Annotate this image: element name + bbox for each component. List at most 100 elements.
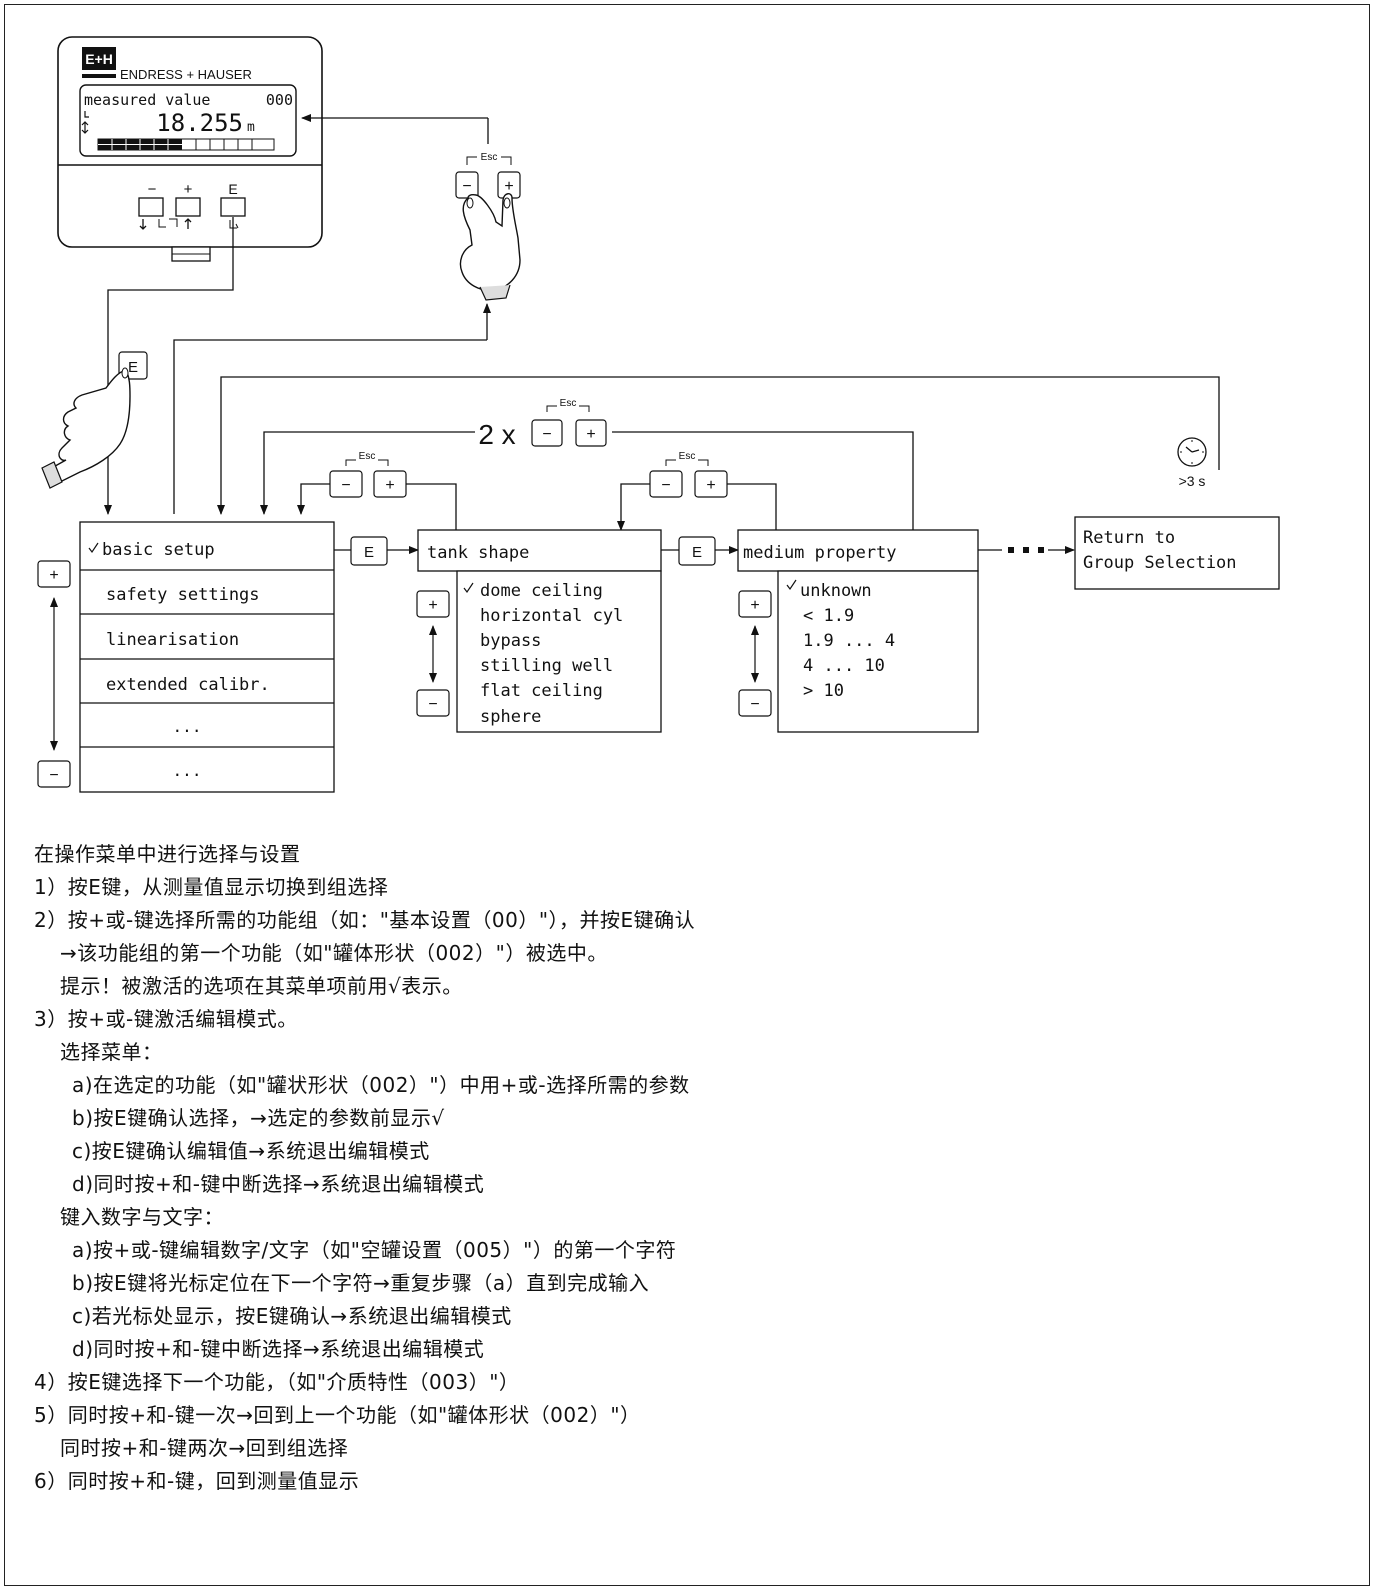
hand-pressing-two-keys-icon bbox=[459, 193, 521, 301]
medium-plus-label: + bbox=[750, 597, 759, 614]
group-item-extended-calibr[interactable]: extended calibr. bbox=[106, 675, 270, 695]
display-code: 000 bbox=[266, 91, 293, 109]
eh-logo bbox=[82, 47, 116, 70]
esc-label-2: Esc bbox=[679, 451, 696, 462]
group-plus-label: + bbox=[49, 567, 58, 584]
twice-minus-key[interactable] bbox=[531, 419, 563, 447]
display-value: 18.255 bbox=[156, 109, 243, 137]
eh-logo-text: E+H bbox=[85, 51, 113, 67]
display-status-icon bbox=[81, 111, 89, 134]
medium-option-4-to-10[interactable]: 4 ... 10 bbox=[803, 656, 885, 676]
instruction-line: 同时按+和-键两次→回到组选择 bbox=[60, 1436, 349, 1460]
e-key-1-label: E bbox=[364, 544, 374, 561]
device-key-plus-label: + bbox=[184, 181, 193, 198]
medium-option-lt-1-9[interactable]: < 1.9 bbox=[803, 606, 854, 626]
function-medium-property: medium property unknown < 1.9 1.9 ... 4 … bbox=[737, 529, 979, 733]
hand-pressing-e-key-icon bbox=[41, 367, 131, 489]
esc-minus-label: − bbox=[462, 178, 471, 195]
esc-plus-label: + bbox=[504, 178, 513, 195]
esc-label: Esc bbox=[481, 152, 498, 163]
instruction-line: 3）按+或-键激活编辑模式。 bbox=[34, 1007, 298, 1031]
return-line-1: Return to bbox=[1083, 528, 1175, 548]
tank-option-sphere[interactable]: sphere bbox=[480, 707, 541, 727]
medium-option-unknown[interactable]: unknown bbox=[800, 581, 872, 601]
instruction-line: 5）同时按+和-键一次→回到上一个功能（如"罐体形状（002）"） bbox=[34, 1403, 641, 1427]
twice-plus-label: + bbox=[586, 426, 595, 443]
arrow-down-icon bbox=[139, 219, 147, 230]
instruction-line: a)按+或-键编辑数字/文字（如"空罐设置（005）"）的第一个字符 bbox=[72, 1238, 677, 1262]
display-unit: m bbox=[247, 120, 255, 135]
check-icon bbox=[786, 579, 797, 591]
instruction-line: c)若光标处显示，按E键确认→系统退出编辑模式 bbox=[72, 1304, 512, 1328]
esc-label-twice: Esc bbox=[560, 398, 577, 409]
tank-option-flat-ceiling[interactable]: flat ceiling bbox=[480, 681, 603, 701]
e-key-1[interactable] bbox=[350, 536, 388, 566]
device-key-minus[interactable] bbox=[138, 197, 164, 217]
instruction-line: d)同时按+和-键中断选择→系统退出编辑模式 bbox=[72, 1172, 485, 1196]
arrow-up-icon bbox=[184, 218, 192, 229]
display-bargraph bbox=[97, 138, 275, 151]
tank-minus-key[interactable] bbox=[416, 689, 450, 717]
tank-option-horizontal-cyl[interactable]: horizontal cyl bbox=[480, 606, 623, 626]
group-item-safety-settings[interactable]: safety settings bbox=[106, 585, 260, 605]
tank-option-stilling-well[interactable]: stilling well bbox=[480, 656, 613, 676]
instruction-line: d)同时按+和-键中断选择→系统退出编辑模式 bbox=[72, 1337, 485, 1361]
instruction-line: →该功能组的第一个功能（如"罐体形状（002）"）被选中。 bbox=[60, 941, 608, 965]
group-item-linearisation[interactable]: linearisation bbox=[106, 630, 239, 650]
esc-label-1: Esc bbox=[359, 451, 376, 462]
esc1-plus-label: + bbox=[385, 477, 394, 494]
medium-plus-key[interactable] bbox=[738, 590, 772, 618]
instruction-line: c)按E键确认编辑值→系统退出编辑模式 bbox=[72, 1139, 430, 1163]
medium-option-1-9-to-4[interactable]: 1.9 ... 4 bbox=[803, 631, 895, 651]
instruction-line: b)按E键将光标定位在下一个字符→重复步骤（a）直到完成输入 bbox=[72, 1271, 650, 1295]
tank-plus-label: + bbox=[428, 597, 437, 614]
twice-label: 2 x bbox=[478, 419, 515, 450]
device-display bbox=[79, 84, 297, 157]
check-icon bbox=[463, 582, 474, 594]
e-key-2-label: E bbox=[692, 544, 702, 561]
instruction-line: b)按E键确认选择，→选定的参数前显示√ bbox=[72, 1106, 445, 1130]
group-minus-key[interactable] bbox=[37, 760, 71, 788]
esc1-minus-label: − bbox=[341, 477, 350, 494]
instruction-line: a)在选定的功能（如"罐状形状（002）"）中用+或-选择所需的参数 bbox=[72, 1073, 690, 1097]
page-frame bbox=[4, 4, 1370, 1586]
medium-option-gt-10[interactable]: > 10 bbox=[803, 681, 844, 701]
timer-label: >3 s bbox=[1179, 473, 1206, 489]
function-tank-shape: tank shape dome ceiling horizontal cyl b… bbox=[417, 529, 662, 733]
instruction-line: 在操作菜单中进行选择与设置 bbox=[34, 842, 301, 866]
tank-option-bypass[interactable]: bypass bbox=[480, 631, 541, 651]
display-title: measured value bbox=[84, 91, 210, 109]
return-box: Return to Group Selection bbox=[1074, 516, 1280, 590]
twice-minus-label: − bbox=[542, 426, 551, 443]
instruction-line: 1）按E键，从测量值显示切换到组选择 bbox=[34, 875, 389, 899]
tank-plus-key[interactable] bbox=[416, 590, 450, 618]
group-item-more-1: ... bbox=[173, 717, 202, 736]
device-key-plus[interactable] bbox=[175, 197, 201, 217]
enter-icon bbox=[229, 220, 239, 229]
group-menu: basic setup safety settings linearisatio… bbox=[79, 521, 335, 793]
device-key-e[interactable] bbox=[220, 197, 246, 217]
clock-icon bbox=[1177, 437, 1207, 467]
e-key-2[interactable] bbox=[678, 536, 716, 566]
medium-minus-key[interactable] bbox=[738, 689, 772, 717]
instruction-line: 6）同时按+和-键，回到测量值显示 bbox=[34, 1469, 360, 1493]
group-minus-label: − bbox=[49, 767, 58, 784]
instruction-line: 4）按E键选择下一个功能，（如"介质特性（003）"） bbox=[34, 1370, 520, 1394]
esc2-minus-label: − bbox=[661, 477, 670, 494]
medium-minus-label: − bbox=[750, 696, 759, 713]
tank-option-dome-ceiling[interactable]: dome ceiling bbox=[480, 581, 603, 601]
tank-shape-title: tank shape bbox=[427, 543, 529, 563]
device: E+H ENDRESS + HAUSER measured value 000 … bbox=[57, 36, 323, 262]
esc2-plus-label: + bbox=[706, 477, 715, 494]
brand-name: ENDRESS + HAUSER bbox=[120, 67, 252, 82]
device-key-minus-label: − bbox=[148, 181, 157, 198]
group-item-basic-setup[interactable]: basic setup bbox=[102, 540, 215, 560]
tank-minus-label: − bbox=[428, 696, 437, 713]
twice-plus-key[interactable] bbox=[575, 419, 607, 447]
instruction-line: 选择菜单： bbox=[60, 1040, 163, 1064]
device-key-e-label: E bbox=[228, 181, 237, 197]
group-item-more-2: ... bbox=[173, 761, 202, 780]
group-plus-key[interactable] bbox=[37, 560, 71, 588]
e-key-press-label: E bbox=[128, 359, 138, 376]
